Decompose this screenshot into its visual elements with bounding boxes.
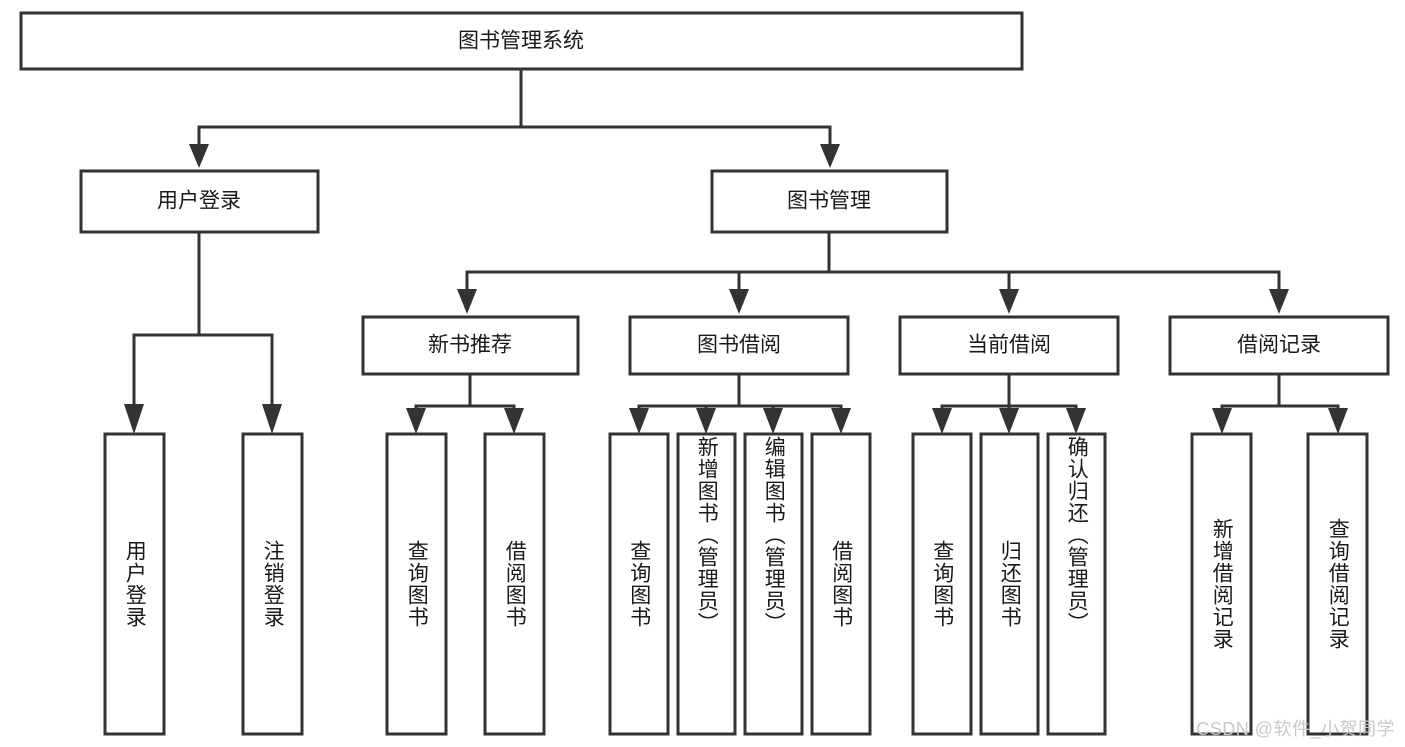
node-root-label: 图书管理系统 (458, 30, 584, 53)
node-book-manage[interactable]: 图书管理 (710, 169, 949, 234)
connector-book-borrow-to-leaves (637, 372, 843, 416)
arrow-leaf-current-1 (932, 408, 952, 434)
node-new-book-recommend-box[interactable] (361, 315, 580, 376)
arrow-leaf-current-2 (999, 408, 1019, 434)
arrow-leaf-recommend-1 (406, 408, 426, 434)
node-user-login-label: 用户登录 (157, 190, 241, 213)
node-borrow-record[interactable]: 借阅记录 (1168, 315, 1390, 376)
leaf-box-current-2[interactable] (979, 432, 1040, 736)
connector-user-login-to-leaves (132, 230, 274, 408)
connector-new-book-recommend-to-leaves (414, 372, 516, 416)
arrow-to-book-borrow (729, 289, 749, 314)
leaf-box-borrow-2[interactable] (676, 432, 737, 736)
arrow-leaf-record-2 (1328, 408, 1348, 434)
node-book-manage-label: 图书管理 (787, 190, 871, 213)
leaf-box-current-3[interactable] (1046, 432, 1107, 736)
arrow-leaf-recommend-2 (504, 408, 524, 434)
node-new-book-recommend-label: 新书推荐 (428, 334, 512, 357)
arrow-leaf-borrow-2 (696, 408, 716, 434)
node-root-box[interactable] (19, 11, 1024, 71)
leaf-box-record-1[interactable] (1190, 432, 1253, 736)
node-book-borrow[interactable]: 图书借阅 (628, 315, 850, 376)
arrow-to-borrow-record (1269, 289, 1289, 314)
leaf-box-current-1[interactable] (911, 432, 973, 736)
connector-book-manage-to-level3 (465, 230, 1281, 293)
arrow-to-new-book-recommend (457, 289, 477, 314)
arrow-to-current-borrow (999, 289, 1019, 314)
arrow-leaf-user-login-2 (262, 404, 282, 434)
arrow-to-book-manage (820, 144, 840, 168)
leaf-box-borrow-1[interactable] (608, 432, 670, 736)
node-current-borrow-box[interactable] (898, 315, 1120, 376)
node-book-borrow-label: 图书借阅 (697, 334, 781, 357)
arrow-leaf-borrow-3 (763, 408, 783, 434)
arrow-leaf-borrow-4 (831, 408, 851, 434)
arrow-leaf-borrow-1 (629, 408, 649, 434)
leaf-box-user-login-2[interactable] (241, 432, 304, 736)
leaf-box-borrow-4[interactable] (810, 432, 872, 736)
leaf-box-record-2[interactable] (1306, 432, 1369, 736)
leaf-box-borrow-3[interactable] (743, 432, 804, 736)
node-current-borrow-label: 当前借阅 (967, 334, 1051, 357)
connector-root-to-level2 (197, 67, 832, 148)
node-new-book-recommend[interactable]: 新书推荐 (361, 315, 580, 376)
node-user-login[interactable]: 用户登录 (79, 169, 320, 234)
csdn-watermark: CSDN @软件_小贺同学 (1196, 719, 1395, 739)
arrow-leaf-user-login-1 (124, 404, 144, 434)
connector-borrow-record-to-leaves (1220, 372, 1340, 416)
arrow-to-user-login (189, 144, 209, 168)
node-current-borrow[interactable]: 当前借阅 (898, 315, 1120, 376)
arrow-leaf-current-3 (1066, 408, 1086, 434)
node-root[interactable]: 图书管理系统 (19, 11, 1024, 71)
node-user-login-box[interactable] (79, 169, 320, 234)
leaf-box-recommend-1[interactable] (385, 432, 448, 736)
node-borrow-record-label: 借阅记录 (1237, 334, 1321, 357)
leaf-box-recommend-2[interactable] (483, 432, 546, 736)
arrow-leaf-record-1 (1212, 408, 1232, 434)
leaf-box-user-login-1[interactable] (103, 432, 166, 736)
